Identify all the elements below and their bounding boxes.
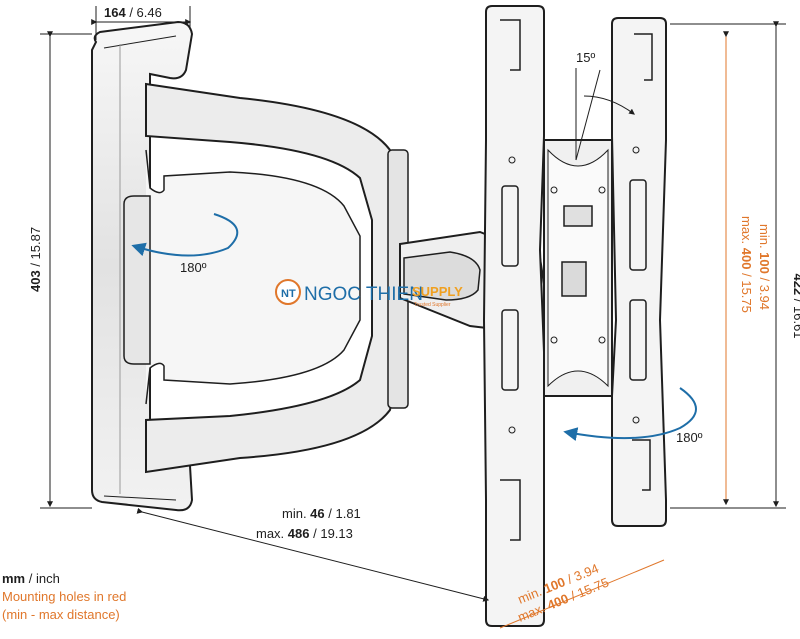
plate-height-label: 422 / 16.61: [791, 273, 800, 338]
tv-plate: [482, 5, 667, 627]
plate-rotation-arrow: [563, 387, 697, 441]
swivel-angle-label: 180º: [180, 260, 207, 275]
extension-min-label: min. 46 / 1.81: [282, 506, 361, 521]
watermark-logo: NT NGOC THIEN SUPPLY Trusted Supplier: [275, 279, 463, 308]
units-line: mm / inch: [2, 571, 60, 586]
extension-max-label: max. 486 / 19.13: [256, 526, 353, 541]
units-legend: mm / inch Mounting holes in red (min - m…: [2, 570, 126, 624]
svg-text:SUPPLY: SUPPLY: [412, 284, 463, 299]
svg-text:NGOC THIEN: NGOC THIEN: [304, 284, 423, 305]
tilt-angle-label: 15º: [576, 50, 595, 65]
wall-height-label: 403 / 15.87: [28, 227, 43, 292]
tilt-angle-lines: [575, 68, 635, 161]
vesa-dimension-lines: [499, 31, 729, 629]
distance-note: (min - max distance): [2, 607, 120, 622]
mounting-holes-note: Mounting holes in red: [2, 589, 127, 604]
wall-depth-label: 164 / 6.46: [104, 5, 162, 20]
dimension-lines: [40, 6, 786, 602]
svg-text:Trusted Supplier: Trusted Supplier: [414, 302, 451, 308]
first-arm: [123, 82, 409, 474]
svg-text:NT: NT: [281, 288, 296, 300]
vesa-vertical-max-label: max. 400 / 15.75: [739, 216, 754, 313]
plate-rotation-angle-label: 180º: [676, 430, 703, 445]
swivel-rotation-arrow: [131, 213, 239, 257]
vesa-vertical-min-label: min. 100 / 3.94: [757, 224, 772, 310]
